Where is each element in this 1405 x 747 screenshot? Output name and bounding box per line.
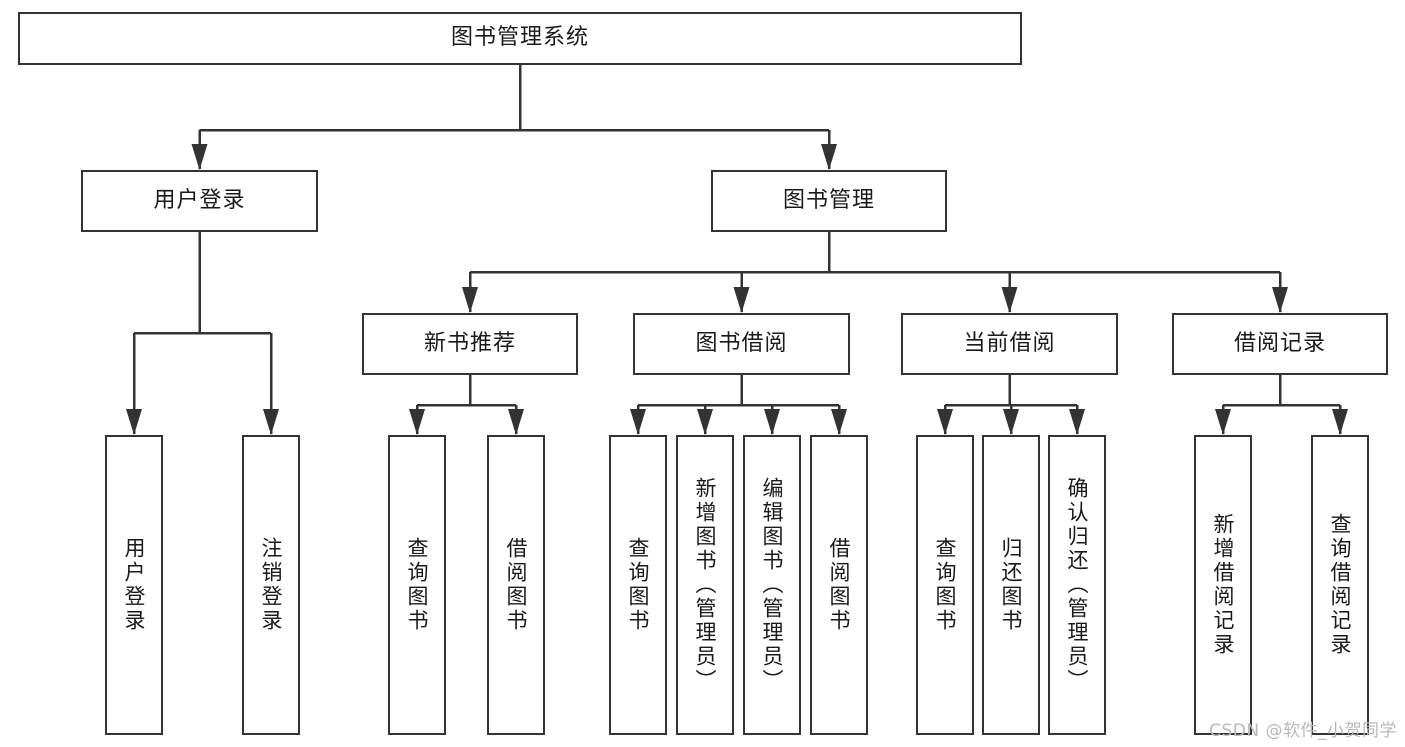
node-leaf-return-book[interactable]: 归还图书 bbox=[982, 435, 1040, 735]
node-leaf-add-record[interactable]: 新增借阅记录 bbox=[1194, 435, 1252, 735]
node-leaf-user-login[interactable]: 用户登录 bbox=[105, 435, 163, 735]
node-label: 借阅记录 bbox=[1233, 330, 1326, 356]
node-root[interactable]: 图书管理系统 bbox=[18, 12, 1022, 65]
node-label: 查询借阅记录 bbox=[1328, 513, 1353, 657]
node-user-login[interactable]: 用户登录 bbox=[81, 170, 318, 232]
node-label: 图书管理 bbox=[782, 187, 875, 213]
node-label: 归还图书 bbox=[999, 537, 1024, 633]
node-leaf-borrow-book-rec[interactable]: 借阅图书 bbox=[487, 435, 545, 735]
node-leaf-query-record[interactable]: 查询借阅记录 bbox=[1311, 435, 1369, 735]
node-book-manage[interactable]: 图书管理 bbox=[711, 170, 947, 232]
node-label: 新书推荐 bbox=[423, 330, 516, 356]
node-leaf-query-book-rec[interactable]: 查询图书 bbox=[388, 435, 446, 735]
node-leaf-add-book[interactable]: 新增图书（管理员） bbox=[676, 435, 734, 735]
node-label: 用户登录 bbox=[153, 187, 246, 213]
node-new-book-rec[interactable]: 新书推荐 bbox=[362, 313, 578, 375]
node-label: 注销登录 bbox=[259, 537, 284, 633]
node-leaf-query-book-borrow[interactable]: 查询图书 bbox=[609, 435, 667, 735]
node-label: 图书借阅 bbox=[695, 330, 788, 356]
node-leaf-borrow-book[interactable]: 借阅图书 bbox=[810, 435, 868, 735]
node-label: 用户登录 bbox=[122, 537, 147, 633]
node-label: 新增借阅记录 bbox=[1211, 513, 1236, 657]
node-book-borrow[interactable]: 图书借阅 bbox=[633, 313, 850, 375]
node-leaf-user-logout[interactable]: 注销登录 bbox=[242, 435, 300, 735]
node-label: 编辑图书（管理员） bbox=[760, 477, 785, 693]
node-label: 当前借阅 bbox=[963, 330, 1056, 356]
node-leaf-confirm-return[interactable]: 确认归还（管理员） bbox=[1048, 435, 1106, 735]
node-label: 查询图书 bbox=[405, 537, 430, 633]
node-leaf-edit-book[interactable]: 编辑图书（管理员） bbox=[743, 435, 801, 735]
node-borrow-record[interactable]: 借阅记录 bbox=[1172, 313, 1388, 375]
node-label: 确认归还（管理员） bbox=[1065, 477, 1090, 693]
watermark: CSDN @软件_小贺同学 bbox=[1209, 721, 1397, 741]
node-label: 借阅图书 bbox=[827, 537, 852, 633]
node-label: 借阅图书 bbox=[504, 537, 529, 633]
node-leaf-query-book-current[interactable]: 查询图书 bbox=[916, 435, 974, 735]
node-label: 查询图书 bbox=[626, 537, 651, 633]
node-current-borrow[interactable]: 当前借阅 bbox=[901, 313, 1118, 375]
node-label: 查询图书 bbox=[933, 537, 958, 633]
node-label: 图书管理系统 bbox=[450, 25, 589, 51]
node-label: 新增图书（管理员） bbox=[693, 477, 718, 693]
